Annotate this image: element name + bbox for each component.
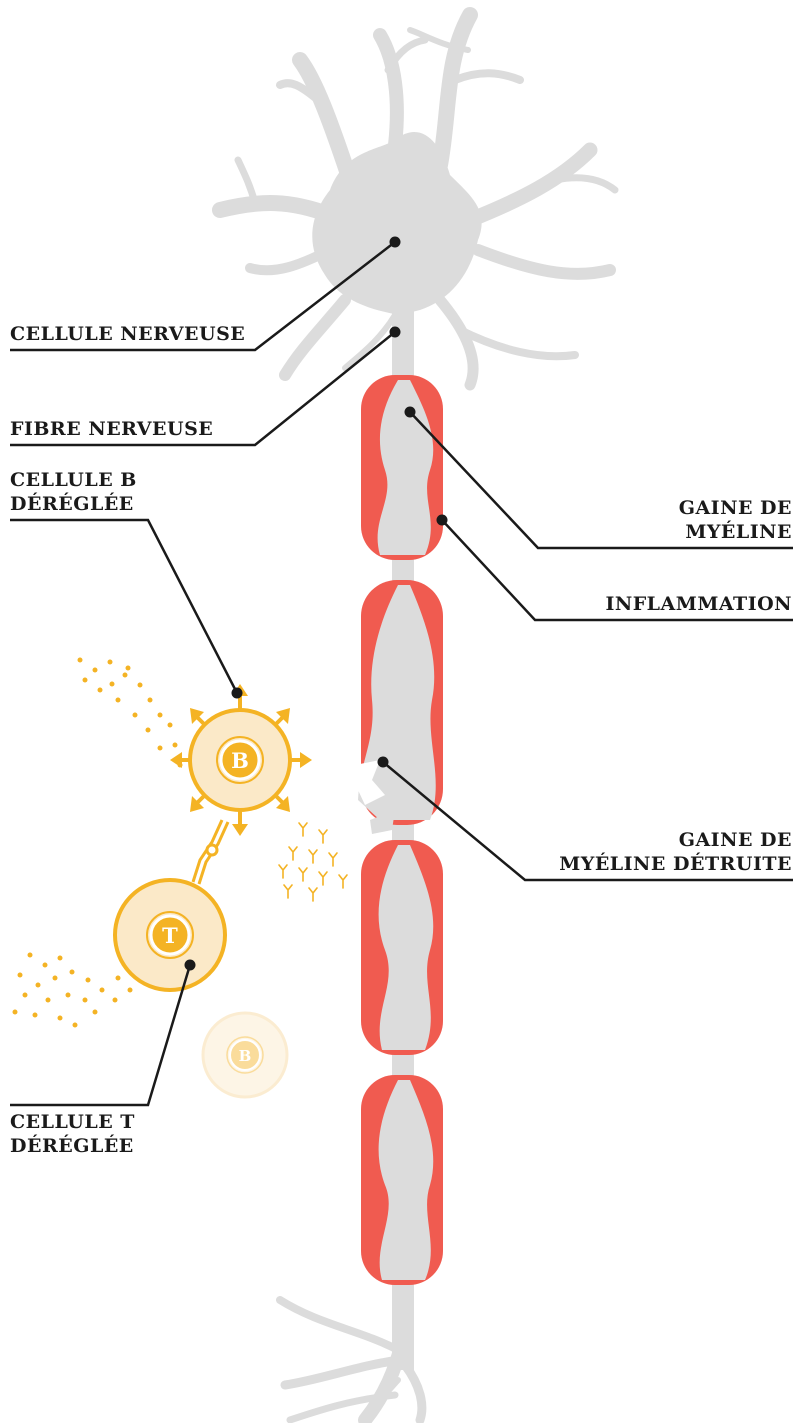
label-fibre-nerveuse: FIBRE NERVEUSE xyxy=(10,417,213,441)
antibodies xyxy=(279,823,347,901)
label-line-1: GAINE DE xyxy=(679,496,792,520)
label-line-2: MYÉLINE xyxy=(679,520,792,544)
faded-b-cell: B xyxy=(203,1013,287,1097)
t-cell-letter: T xyxy=(162,923,178,948)
label-cellule-b-dereglee: CELLULE B DÉRÉGLÉE xyxy=(10,468,137,516)
label-text: FIBRE NERVEUSE xyxy=(10,417,213,441)
label-inflammation: INFLAMMATION xyxy=(605,592,792,616)
myelin-segment-damaged xyxy=(355,580,443,834)
t-cell: T xyxy=(115,880,225,990)
faded-b-letter: B xyxy=(239,1047,252,1065)
label-line-2: MYÉLINE DÉTRUITE xyxy=(559,852,792,876)
b-cell-letter: B xyxy=(231,748,249,773)
cell-link xyxy=(193,820,228,884)
label-line-2: DÉRÉGLÉE xyxy=(10,1134,135,1158)
label-text: INFLAMMATION xyxy=(605,592,792,616)
label-text: CELLULE NERVEUSE xyxy=(10,322,245,346)
label-gaine-de-myeline: GAINE DE MYÉLINE xyxy=(679,496,792,544)
nerve-cell xyxy=(220,15,615,385)
label-line-1: GAINE DE xyxy=(559,828,792,852)
label-line-1: CELLULE B xyxy=(10,468,137,492)
myelin-segment xyxy=(361,1075,443,1285)
myelin-segment xyxy=(361,840,443,1055)
myelin-segment xyxy=(361,375,443,560)
label-cellule-t-dereglee: CELLULE T DÉRÉGLÉE xyxy=(10,1110,135,1158)
label-line-2: DÉRÉGLÉE xyxy=(10,492,137,516)
label-cellule-nerveuse: CELLULE NERVEUSE xyxy=(10,322,245,346)
label-gaine-de-myeline-detruite: GAINE DE MYÉLINE DÉTRUITE xyxy=(559,828,792,876)
label-line-1: CELLULE T xyxy=(10,1110,135,1134)
b-cell: B xyxy=(170,684,312,836)
